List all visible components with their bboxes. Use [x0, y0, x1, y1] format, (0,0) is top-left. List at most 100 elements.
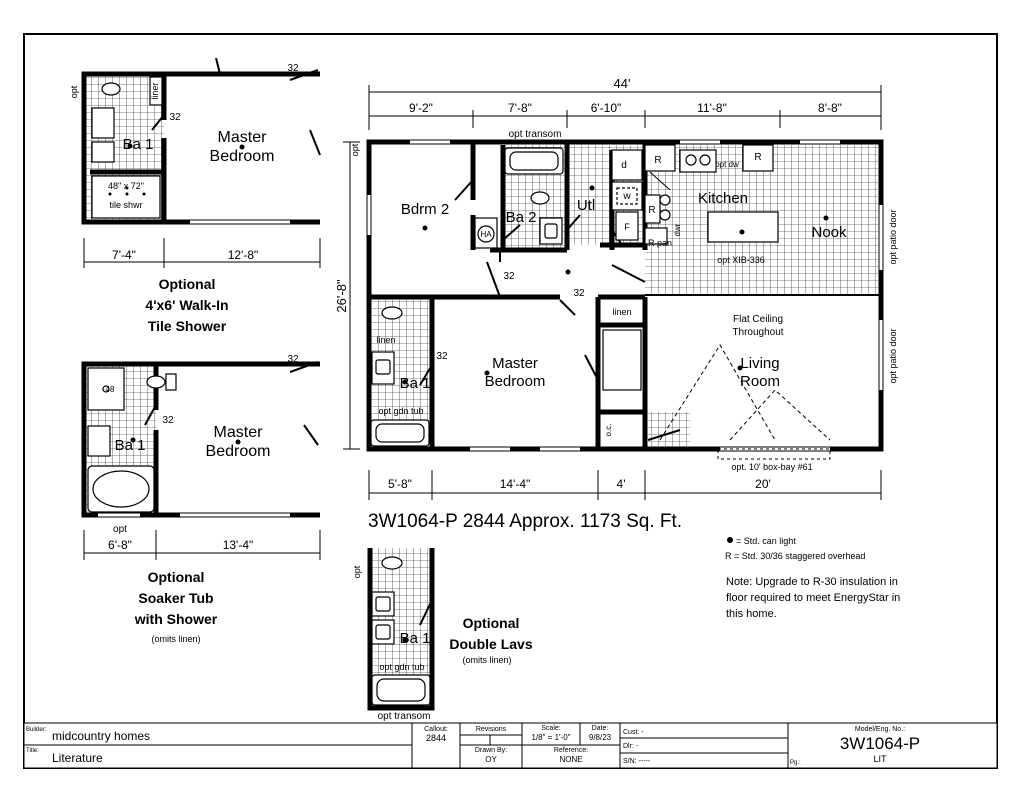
- overhead-r-1: R: [654, 155, 661, 166]
- door-size-2: 32: [573, 288, 585, 299]
- doublelav-opt-label: opt: [352, 565, 362, 578]
- room-living-line2: Room: [740, 373, 780, 390]
- soaker-door-size-2: 32: [162, 415, 174, 426]
- freezer-label: F: [624, 222, 630, 232]
- drawn-value: OY: [485, 755, 497, 764]
- bottom-dim-4: 20': [755, 477, 771, 491]
- linen-label: linen: [612, 307, 631, 317]
- patio-door-label-2: opt patio door: [888, 328, 898, 383]
- option-double-lavs-plan: opt Ba 1 opt gdn tub opt transom Optiona…: [352, 548, 533, 722]
- door-size-3: 32: [436, 351, 448, 362]
- title-label: Title:: [26, 748, 39, 754]
- walkin-door-size-2: 32: [169, 112, 181, 123]
- legend-note-line3: this home.: [726, 608, 777, 620]
- opt-dw-label: opt dw: [715, 160, 739, 169]
- soaker-title-line1: Optional: [148, 569, 205, 585]
- room-master-line1: Master: [492, 355, 538, 372]
- room-kitchen: Kitchen: [698, 190, 748, 207]
- revisions-label: Revisions: [476, 726, 507, 733]
- top-dim-5: 8'-8": [818, 101, 842, 115]
- legend-note: Note: Upgrade to R-30 insulation in floor…: [726, 576, 900, 620]
- walkin-door-size-1: 32: [287, 63, 299, 74]
- reference-label: Reference:: [554, 747, 588, 754]
- legend-overhead: R = Std. 30/36 staggered overhead: [725, 551, 865, 561]
- walkin-bedroom-line1: Master: [218, 129, 268, 146]
- ha-label: HA: [480, 230, 492, 239]
- model-value: 3W1064-P: [840, 734, 920, 753]
- oc-label: o.c.: [604, 424, 613, 437]
- walkin-title-line1: Optional: [159, 276, 216, 292]
- walkin-linen-label: liner: [150, 82, 160, 99]
- soaker-dim-2: 13'-4": [223, 538, 254, 552]
- builder-value: midcountry homes: [52, 729, 150, 743]
- room-living-line1: Living: [740, 355, 779, 372]
- pg-label: Pg.:: [790, 760, 801, 766]
- legend-note-line1: Note: Upgrade to R-30 insulation in: [726, 576, 898, 588]
- overhead-r-2: R: [754, 152, 761, 163]
- walkin-shower-label: 48" x 72"tile shwr: [108, 181, 144, 210]
- soaker-title-line2: Soaker Tub: [138, 590, 213, 606]
- walkin-opt-label: opt: [69, 85, 79, 98]
- top-dim-3: 6'-10": [591, 101, 622, 115]
- reference-value: NONE: [559, 755, 582, 764]
- flat-ceiling-line1: Flat Ceiling: [733, 314, 783, 325]
- linen-ba1-label: linen: [376, 335, 395, 345]
- dryer-label: d: [621, 160, 627, 171]
- callout-value: 2844: [426, 733, 446, 743]
- soaker-bath-label: Ba 1: [115, 437, 146, 454]
- washer-label: w: [622, 191, 631, 202]
- door-size-1: 32: [503, 271, 515, 282]
- dwr-label: dwr: [673, 223, 682, 236]
- soaker-bedroom-line1: Master: [214, 424, 264, 441]
- opt-left-label: opt: [350, 143, 360, 156]
- doublelav-transom-label: opt transom: [378, 711, 431, 722]
- box-bay-label: opt. 10' box-bay #61: [731, 462, 812, 472]
- main-floor-plan: [343, 85, 884, 500]
- plan-title: 3W1064-P 2844 Approx. 1173 Sq. Ft.: [368, 511, 682, 532]
- soaker-dim-1: 6'-8": [108, 538, 132, 552]
- opt-transom-label: opt transom: [509, 129, 562, 140]
- overall-depth: 26'-8": [334, 279, 349, 313]
- legend-note-line2: floor required to meet EnergyStar in: [726, 592, 900, 604]
- bottom-dim-2: 14'-4": [500, 477, 531, 491]
- scale-value: 1/8" = 1'-0": [531, 733, 570, 742]
- date-value: 9/8/23: [589, 733, 612, 742]
- room-master-line2: Bedroom: [485, 373, 546, 390]
- drawn-label: Drawn By:: [475, 747, 507, 754]
- opt-xib-label: opt XIB-336: [717, 255, 765, 265]
- walkin-title-line2: 4'x6' Walk-In: [145, 297, 228, 313]
- soaker-door-size-1: 32: [287, 354, 299, 365]
- sheet-value: LIT: [873, 754, 887, 764]
- sn-value: S/N: -----: [623, 758, 651, 765]
- title-value: Literature: [52, 751, 103, 765]
- walkin-shower-line1: 48" x 72": [108, 181, 144, 191]
- r-pan-label: R pan: [648, 238, 672, 248]
- soaker-bedroom-line2: Bedroom: [206, 443, 271, 460]
- soaker-opt-label: opt: [113, 524, 127, 535]
- room-ba1: Ba 1: [400, 375, 431, 392]
- doublelav-subtitle: (omits linen): [462, 655, 511, 665]
- bottom-dim-1: 5'-8": [388, 477, 412, 491]
- scale-label: Scale:: [541, 725, 561, 732]
- doublelav-title-line2: Double Lavs: [449, 636, 532, 652]
- top-dim-2: 7'-8": [508, 101, 532, 115]
- walkin-dim-1: 7'-4": [112, 248, 136, 262]
- legend-can-light: = Std. can light: [736, 536, 796, 546]
- room-nook: Nook: [811, 224, 847, 241]
- model-label: Model/Eng. No.:: [855, 726, 905, 733]
- date-label: Date:: [592, 725, 609, 732]
- main-plan-labels: 44' 9'-2" 7'-8" 6'-10" 11'-8" 8'-8" 26'-…: [334, 76, 900, 620]
- room-utl: Utl: [577, 197, 595, 214]
- dlr-value: Dlr: -: [623, 743, 639, 750]
- top-dim-4: 11'-8": [697, 101, 727, 115]
